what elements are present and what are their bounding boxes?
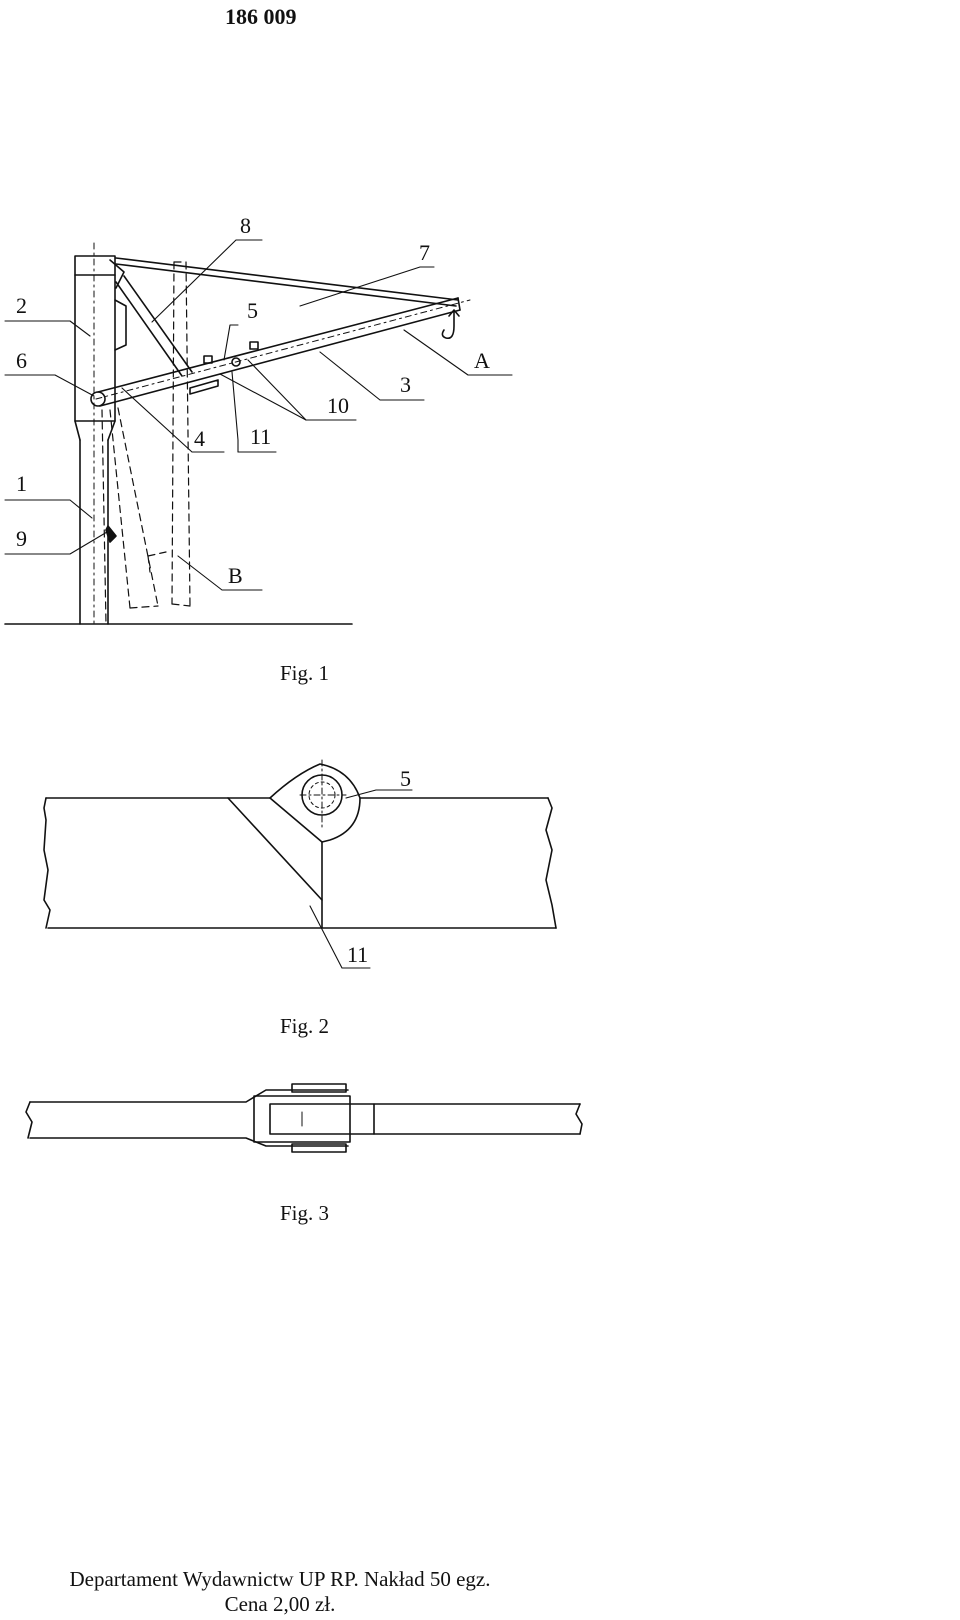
fig2-label-5: 5 xyxy=(400,766,411,791)
label-5: 5 xyxy=(247,298,258,323)
boom-hook xyxy=(441,311,455,340)
top-gusset xyxy=(109,259,125,289)
label-1: 1 xyxy=(16,471,27,496)
label-2: 2 xyxy=(16,293,27,318)
boom-bottom xyxy=(99,309,461,407)
label-4: 4 xyxy=(194,426,205,451)
hinge-pin xyxy=(301,774,343,816)
hinge-lug xyxy=(269,763,361,843)
mast-bracket xyxy=(114,299,127,351)
mast-upper xyxy=(74,255,116,422)
label-8: 8 xyxy=(240,213,251,238)
patent-number: 186 009 xyxy=(225,4,297,29)
beam-break-left xyxy=(43,797,51,929)
beam-break-right xyxy=(545,797,557,929)
strut-left xyxy=(115,281,183,377)
fig2-label-11: 11 xyxy=(347,942,368,967)
fig2-drawing xyxy=(43,759,557,969)
rod-right xyxy=(373,1103,581,1135)
fig2-leaders xyxy=(309,789,413,969)
fork-head xyxy=(253,1095,351,1143)
label-A: A xyxy=(474,348,490,373)
tie-rod-upper xyxy=(115,257,459,301)
hook-arrow xyxy=(448,309,460,317)
strut-right xyxy=(123,275,193,373)
label-9: 9 xyxy=(16,526,27,551)
pin-head-top xyxy=(291,1083,347,1093)
inner-rod-end xyxy=(269,1103,375,1135)
fig3-caption: Fig. 3 xyxy=(280,1201,329,1225)
publisher-note: Departament Wydawnictw UP RP. Nakład 50 … xyxy=(69,1567,491,1591)
label-11: 11 xyxy=(250,424,271,449)
fig1-caption: Fig. 1 xyxy=(280,661,329,685)
boom-hinge xyxy=(90,391,106,407)
fig1-drawing xyxy=(4,239,513,625)
mast-taper xyxy=(74,420,116,441)
rod-break-right xyxy=(575,1103,583,1135)
fig3-drawing xyxy=(25,1083,583,1153)
fig1-leaders xyxy=(4,239,513,591)
pin-head-bottom xyxy=(291,1143,347,1153)
boom-top xyxy=(97,297,459,393)
fig2-caption: Fig. 2 xyxy=(280,1014,329,1038)
boom-axis xyxy=(95,299,471,400)
boom-joint xyxy=(231,357,241,367)
boom-clamp-1 xyxy=(203,355,213,364)
tie-rod-lower xyxy=(115,263,457,307)
lock-device xyxy=(105,525,117,543)
label-3: 3 xyxy=(400,372,411,397)
label-6: 6 xyxy=(16,348,27,373)
gusset-diagonal xyxy=(227,797,323,901)
gusset-inner xyxy=(269,797,323,843)
boom-clamp-2 xyxy=(249,341,259,350)
label-B: B xyxy=(228,563,243,588)
boom-tip xyxy=(457,297,461,311)
folded-boom-outline xyxy=(101,261,191,625)
price-note: Cena 2,00 zł. xyxy=(224,1592,336,1616)
rod-break-left xyxy=(25,1101,33,1139)
label-10: 10 xyxy=(327,393,349,418)
joint-plate xyxy=(189,379,219,395)
label-7: 7 xyxy=(419,240,430,265)
